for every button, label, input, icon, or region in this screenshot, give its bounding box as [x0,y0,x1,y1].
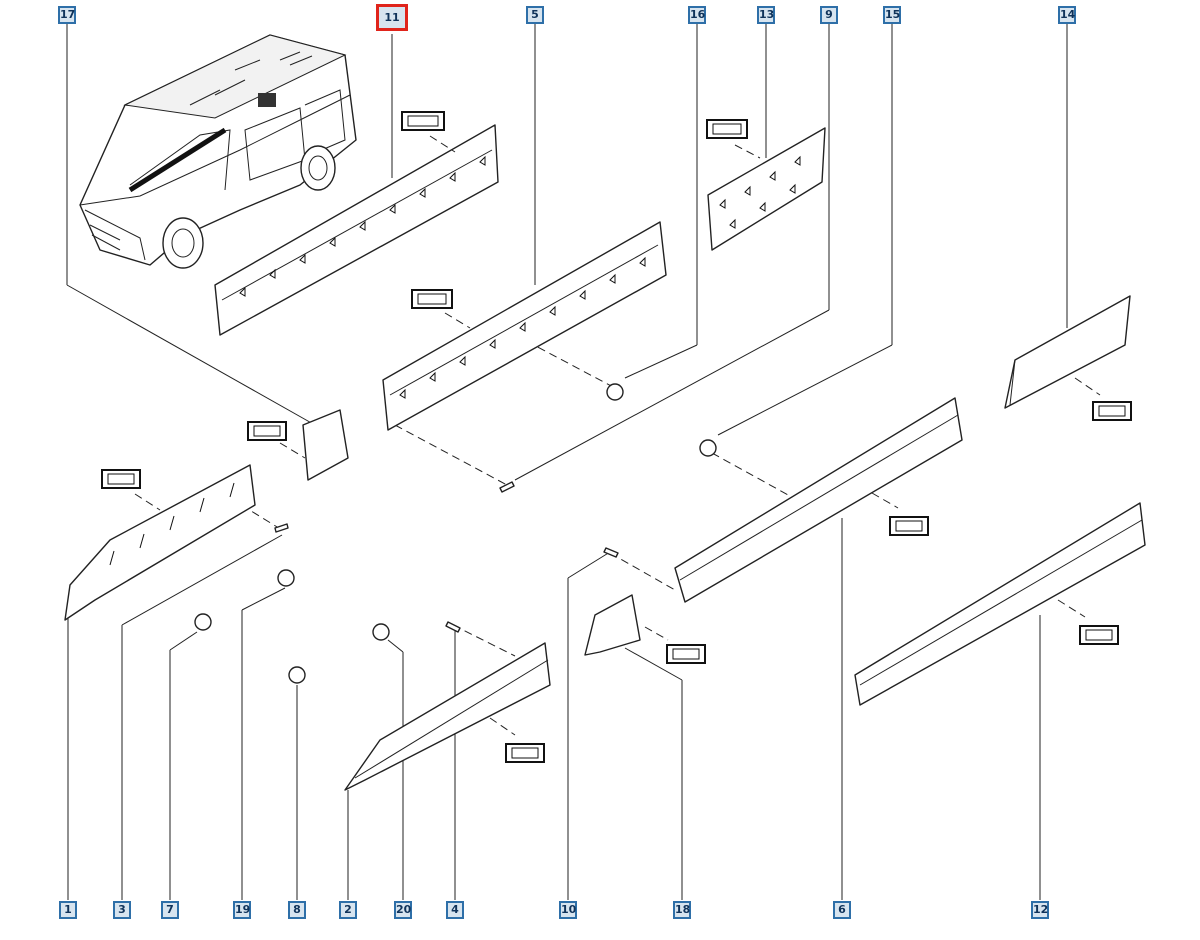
callout-6[interactable]: 6 [833,901,851,919]
callout-9[interactable]: 9 [820,6,838,24]
part-14-moulding [1004,295,1132,421]
callout-13[interactable]: 13 [757,6,775,24]
part-5-moulding [382,221,667,431]
part-11-moulding [214,111,499,336]
assembly-lines [229,334,791,657]
callout-15[interactable]: 15 [883,6,901,24]
leader-lines [66,24,1068,900]
part-18-cap [584,594,706,664]
callout-4[interactable]: 4 [446,901,464,919]
callout-19[interactable]: 19 [233,901,251,919]
callout-14[interactable]: 14 [1058,6,1076,24]
van-illustration [79,34,357,269]
callout-8[interactable]: 8 [288,901,306,919]
callout-7[interactable]: 7 [161,901,179,919]
part-1-moulding [64,464,256,621]
fasteners [194,383,717,684]
callout-16[interactable]: 16 [688,6,706,24]
part-12-moulding [854,502,1146,706]
part-13-panel [706,119,826,251]
callout-18[interactable]: 18 [673,901,691,919]
callout-12[interactable]: 12 [1031,901,1049,919]
callout-17[interactable]: 17 [58,6,76,24]
part-2-moulding [344,642,551,791]
callout-10[interactable]: 10 [559,901,577,919]
callout-3[interactable]: 3 [113,901,131,919]
callout-5[interactable]: 5 [526,6,544,24]
callout-11-selected[interactable]: 11 [376,4,408,31]
part-6-moulding [674,397,963,603]
callout-20[interactable]: 20 [394,901,412,919]
part-17-bracket [247,409,349,481]
callout-2[interactable]: 2 [339,901,357,919]
callout-1[interactable]: 1 [59,901,77,919]
